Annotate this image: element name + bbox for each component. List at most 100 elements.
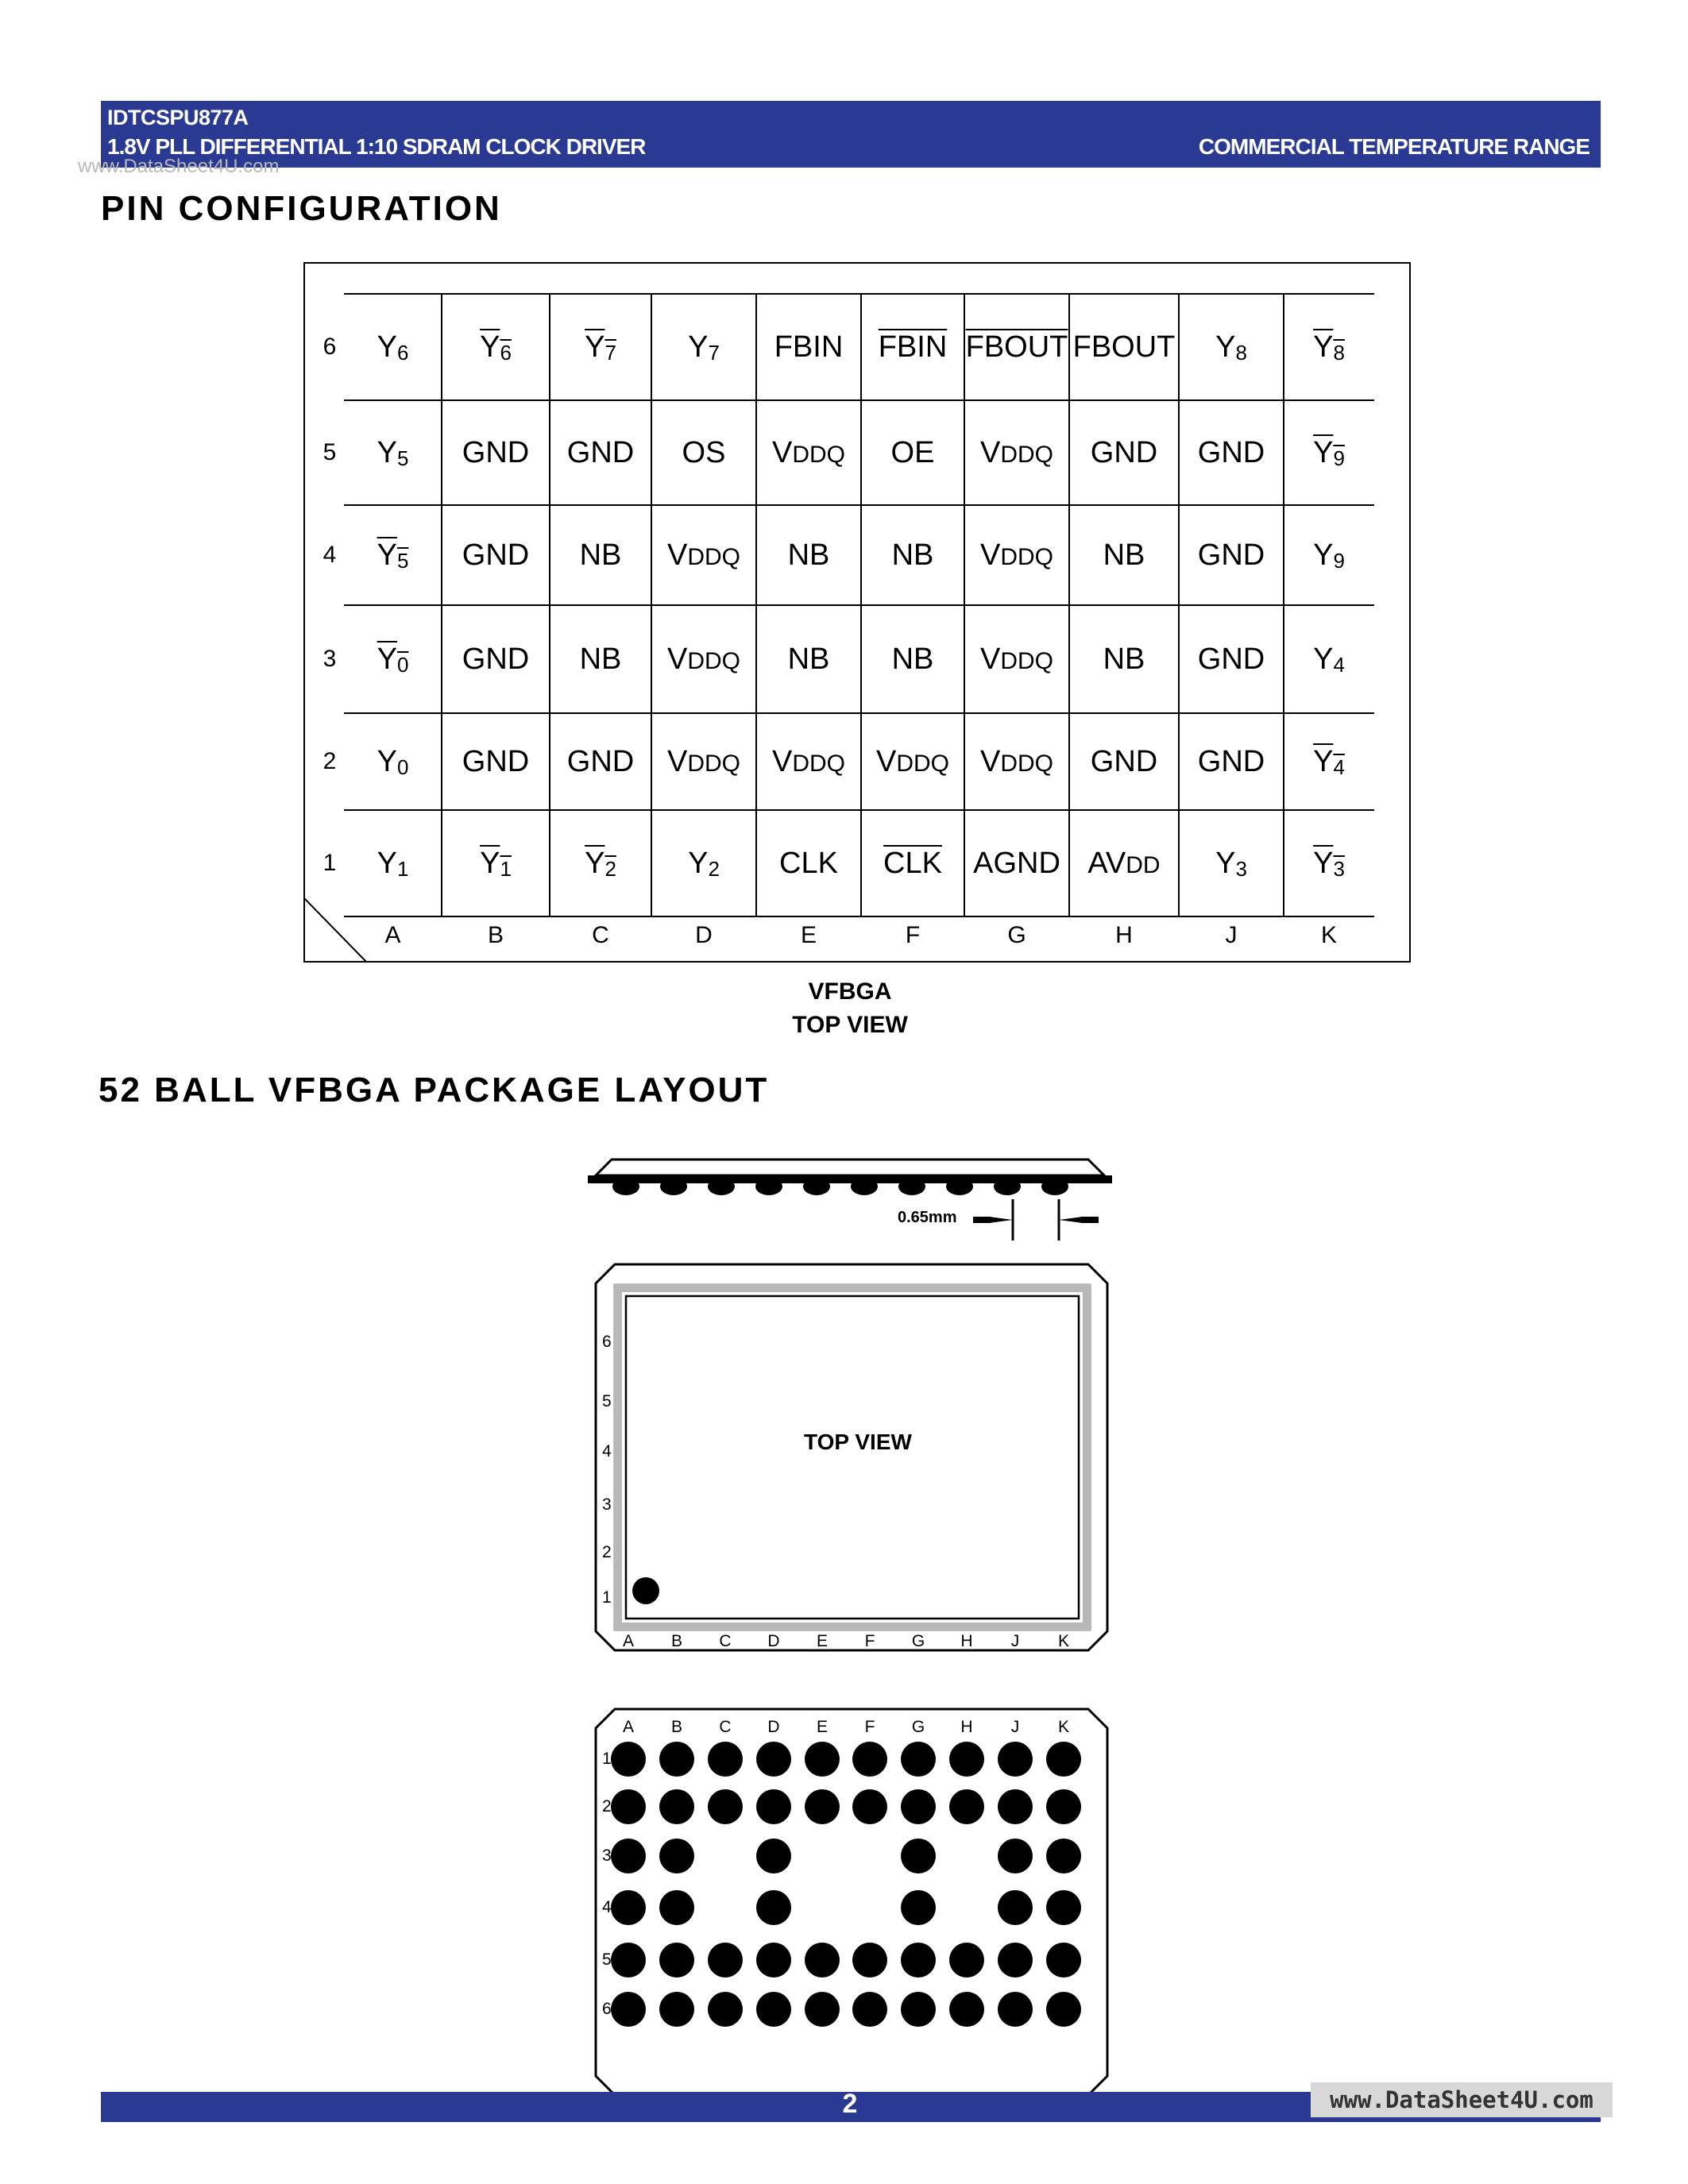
pin-cell: Y4	[1284, 605, 1374, 713]
temperature-range: COMMERCIAL TEMPERATURE RANGE	[1198, 134, 1590, 159]
column-label: F	[905, 922, 921, 948]
pin-name: GND	[566, 435, 635, 469]
pin-name: NB	[891, 538, 934, 572]
row-label: 4	[323, 542, 337, 568]
pin-cell: CLK	[756, 810, 861, 916]
header-bar: IDTCSPU877A 1.8V PLL DIFFERENTIAL 1:10 S…	[101, 101, 1601, 168]
pin-name: Y5	[377, 435, 409, 470]
pin-cell: Y1	[344, 810, 442, 916]
row-label: 2	[323, 748, 337, 774]
column-label: C	[592, 922, 609, 948]
pin-name: FBIN	[878, 330, 948, 364]
column-label: K	[1320, 922, 1337, 948]
side-ball	[994, 1178, 1021, 1195]
solder-ball	[659, 1943, 694, 1978]
watermark-bottom: www.DataSheet4U.com	[1311, 2082, 1613, 2117]
pin-name: GND	[462, 435, 530, 469]
pin-cell: Y2	[651, 810, 756, 916]
column-label: J	[1225, 922, 1238, 948]
bottom-view-col-label: G	[911, 1718, 925, 1736]
column-label: H	[1115, 922, 1133, 948]
watermark-top: www.DataSheet4U.com	[78, 156, 280, 177]
solder-ball	[998, 1992, 1033, 2027]
pin-cell: Y7	[651, 294, 756, 400]
solder-ball	[611, 1839, 646, 1873]
pin-cell: NB	[1069, 605, 1179, 713]
pin-cell: GND	[1179, 713, 1284, 810]
pin-cell: NB	[756, 605, 861, 713]
top-view-col-label: D	[767, 1632, 780, 1650]
pin-cell: Y6	[344, 294, 442, 400]
top-view-col-label: E	[816, 1632, 828, 1650]
pin-name: VDDQ	[875, 744, 950, 778]
solder-ball	[949, 1789, 984, 1824]
solder-ball	[949, 1992, 984, 2027]
pin-cell: NB	[756, 505, 861, 605]
pin-cell: VDDQ	[964, 605, 1069, 713]
top-view-col-label: G	[911, 1632, 925, 1650]
bottom-view-col-label: E	[816, 1718, 828, 1736]
pin-cell: OE	[861, 400, 964, 505]
row-label: 3	[323, 646, 337, 672]
pin-cell: GND	[442, 505, 550, 605]
pin-name: NB	[579, 538, 622, 572]
solder-ball	[659, 1742, 694, 1777]
pin-cell: Y8	[1179, 294, 1284, 400]
side-ball	[946, 1178, 973, 1195]
section-title-package-layout: 52 BALL VFBGA PACKAGE LAYOUT	[98, 1071, 770, 1109]
pin-cell: NB	[861, 505, 964, 605]
solder-ball	[852, 1943, 887, 1978]
pin-name: Y3	[1313, 846, 1345, 881]
pin-cell: Y8	[1284, 294, 1374, 400]
pin-cell: GND	[1179, 400, 1284, 505]
part-number: IDTCSPU877A	[107, 106, 249, 129]
solder-ball	[659, 1992, 694, 2027]
pin-name: Y8	[1313, 330, 1345, 365]
pin-name: GND	[462, 642, 530, 676]
side-ball	[898, 1178, 925, 1195]
pin-name: Y8	[1215, 330, 1247, 365]
solder-ball	[1046, 1789, 1081, 1824]
pin-name: NB	[891, 642, 934, 676]
solder-ball	[998, 1789, 1033, 1824]
pin-name: GND	[1090, 435, 1158, 469]
pin-cell: VDDQ	[651, 713, 756, 810]
pin-name: Y9	[1313, 435, 1345, 470]
pin-cell: Y3	[1284, 810, 1374, 916]
bottom-view-row-label: 3	[602, 1846, 612, 1865]
pin-name: NB	[787, 642, 830, 676]
pin-name: Y1	[377, 846, 409, 881]
bottom-view-col-label: B	[670, 1718, 682, 1736]
solder-ball	[611, 1742, 646, 1777]
solder-ball	[708, 1992, 743, 2027]
pin-cell: FBIN	[861, 294, 964, 400]
pin-name: VDDQ	[979, 642, 1054, 676]
pin-cell: GND	[442, 713, 550, 810]
pin-name: Y1	[480, 846, 512, 881]
pin-name: Y4	[1313, 744, 1345, 779]
page-number: 2	[842, 2089, 858, 2119]
pin-cell: VDDQ	[651, 505, 756, 605]
row-label: 1	[323, 850, 337, 876]
solder-ball	[949, 1943, 984, 1978]
solder-ball	[756, 1742, 791, 1777]
side-ball	[1041, 1178, 1068, 1195]
pin-cell: NB	[861, 605, 964, 713]
pin-name: OE	[890, 435, 935, 469]
pin-name: FBIN	[774, 330, 844, 364]
solder-ball	[1046, 1943, 1081, 1978]
pin-caption-package: VFBGA	[808, 978, 892, 1005]
pin-cell: NB	[1069, 505, 1179, 605]
pin-cell: Y9	[1284, 505, 1374, 605]
solder-ball	[1046, 1992, 1081, 2027]
pin-name: GND	[462, 538, 530, 572]
pin-cell: VDDQ	[964, 713, 1069, 810]
top-view-col-label: B	[670, 1632, 682, 1650]
solder-ball	[1046, 1839, 1081, 1873]
bottom-view-col-label: D	[767, 1718, 780, 1736]
solder-ball	[998, 1943, 1033, 1978]
pin-name: NB	[787, 538, 830, 572]
pin-name: Y7	[585, 330, 616, 365]
solder-ball	[708, 1943, 743, 1978]
pin-cell: VDDQ	[964, 400, 1069, 505]
